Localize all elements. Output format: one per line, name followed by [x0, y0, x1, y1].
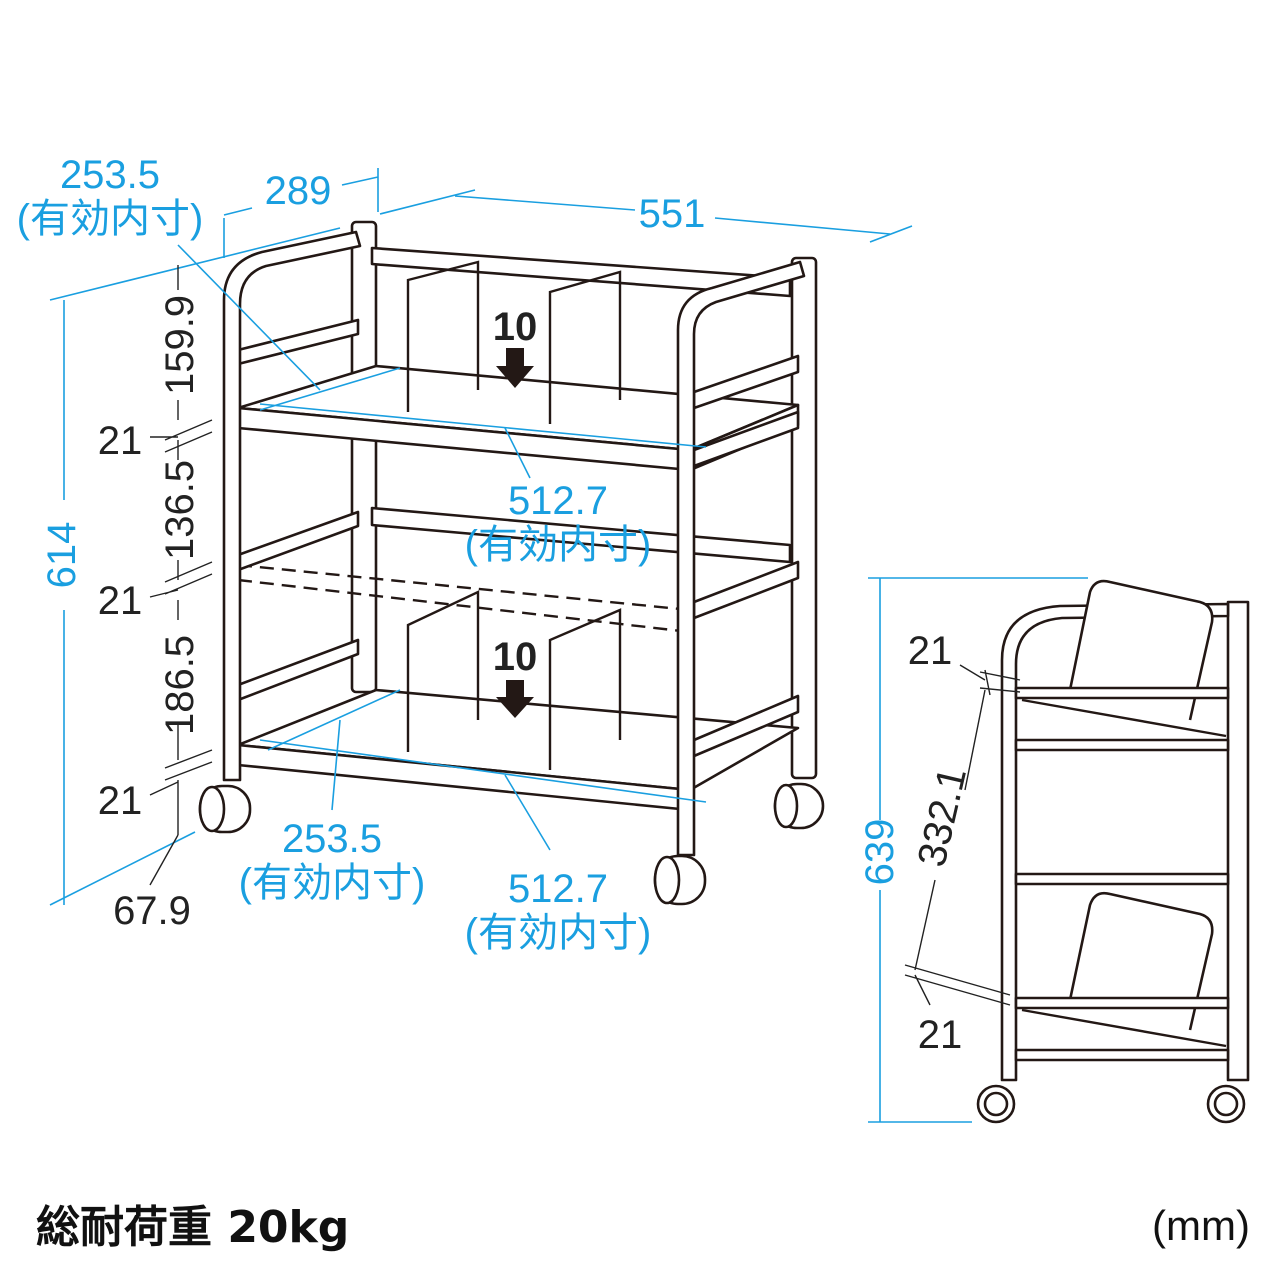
shelf-thickness-2-label: 21	[98, 579, 143, 623]
gap-top-label: 159.9	[158, 295, 202, 395]
caster-height-label: 67.9	[113, 889, 191, 933]
shelf-thickness-1-label: 21	[98, 419, 143, 463]
side-dimension-lines	[868, 577, 1088, 1123]
depth-label: 289	[265, 169, 332, 213]
front-cart-drawing	[198, 220, 825, 906]
side-shelf-thickness-bottom-label: 21	[918, 1013, 963, 1057]
shelf-pitch-label: 332.1	[910, 763, 975, 870]
bottom-depth-inner-note: (有効内寸)	[239, 861, 426, 905]
side-height-label: 639	[858, 819, 902, 886]
height-label: 614	[40, 522, 84, 589]
caster-icon	[976, 1084, 1246, 1124]
gap-bottom-label: 186.5	[158, 635, 202, 735]
unit-label: (mm)	[1152, 1202, 1250, 1249]
divider-count-bottom: 10	[493, 635, 538, 679]
caster-icon	[198, 782, 825, 906]
width-label: 551	[639, 192, 706, 236]
divider-count-top: 10	[493, 305, 538, 349]
load-capacity-label: 総耐荷重 20kg	[36, 1202, 349, 1253]
mid-width-inner-note: (有効内寸)	[465, 523, 652, 567]
bottom-width-inner-label: 512.7	[508, 867, 608, 911]
top-depth-inner-note: (有効内寸)	[17, 197, 204, 241]
side-cart-drawing	[976, 579, 1250, 1124]
top-depth-inner-label: 253.5	[60, 153, 160, 197]
bottom-depth-inner-label: 253.5	[282, 817, 382, 861]
front-dimension-lines	[49, 168, 913, 906]
side-shelf-thickness-top-label: 21	[908, 629, 953, 673]
mid-width-inner-label: 512.7	[508, 479, 608, 523]
shelf-thickness-3-label: 21	[98, 779, 143, 823]
gap-middle-label: 136.5	[158, 460, 202, 560]
bottom-width-inner-note: (有効内寸)	[465, 911, 652, 955]
